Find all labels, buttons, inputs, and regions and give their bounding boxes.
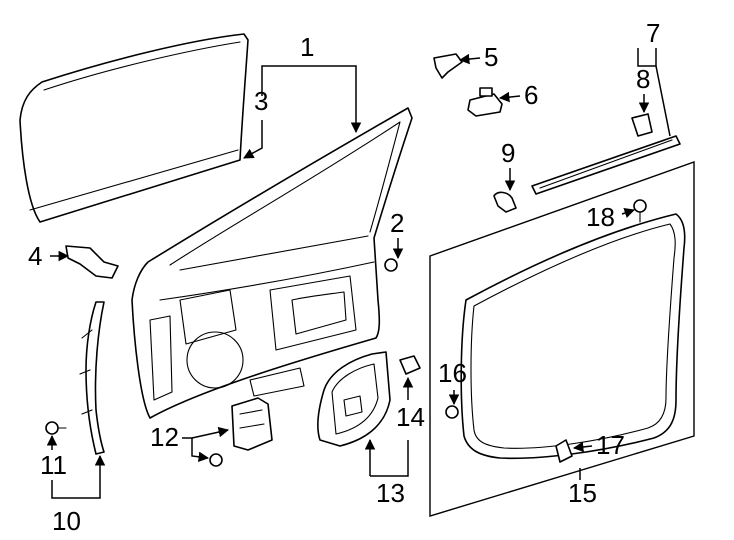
door-lock-assembly <box>209 397 273 467</box>
callout-18: 18 <box>586 202 615 232</box>
callout-labels: 1 2 3 4 5 6 7 8 9 10 11 12 13 14 15 16 1… <box>28 18 660 536</box>
belt-molding <box>531 113 681 195</box>
switch-part-6 <box>467 87 503 117</box>
callout-10: 10 <box>52 506 81 536</box>
clip-part-5 <box>433 53 463 79</box>
service-hole-cover <box>317 351 391 447</box>
callout-4: 4 <box>28 241 42 271</box>
plug-part-2 <box>384 258 398 272</box>
leader-lines <box>46 48 671 499</box>
callout-13: 13 <box>376 478 405 508</box>
callout-7: 7 <box>646 18 660 48</box>
clip-part-9 <box>493 191 517 213</box>
clip-part-16 <box>445 405 459 419</box>
callout-11: 11 <box>40 450 67 480</box>
clip-part-14 <box>399 355 421 375</box>
clip-part-11 <box>45 421 67 435</box>
callout-2: 2 <box>390 208 404 238</box>
hinge-side-seal <box>79 301 105 455</box>
callout-6: 6 <box>524 80 538 110</box>
callout-15: 15 <box>568 478 597 508</box>
callout-14: 14 <box>396 402 425 432</box>
callout-1: 1 <box>300 32 314 62</box>
callout-16: 16 <box>438 358 467 388</box>
callout-9: 9 <box>501 138 515 168</box>
clip-part-18 <box>633 199 647 223</box>
bracket-part-4 <box>65 245 119 279</box>
door-outer-panel <box>19 33 249 223</box>
clip-part-17 <box>555 439 573 463</box>
callout-3: 3 <box>254 86 268 116</box>
callout-12: 12 <box>150 422 179 452</box>
callout-8: 8 <box>636 64 650 94</box>
callout-17: 17 <box>596 430 625 460</box>
weatherstrip-panel <box>429 161 695 517</box>
callout-5: 5 <box>484 42 498 72</box>
door-inner-frame <box>131 107 413 419</box>
